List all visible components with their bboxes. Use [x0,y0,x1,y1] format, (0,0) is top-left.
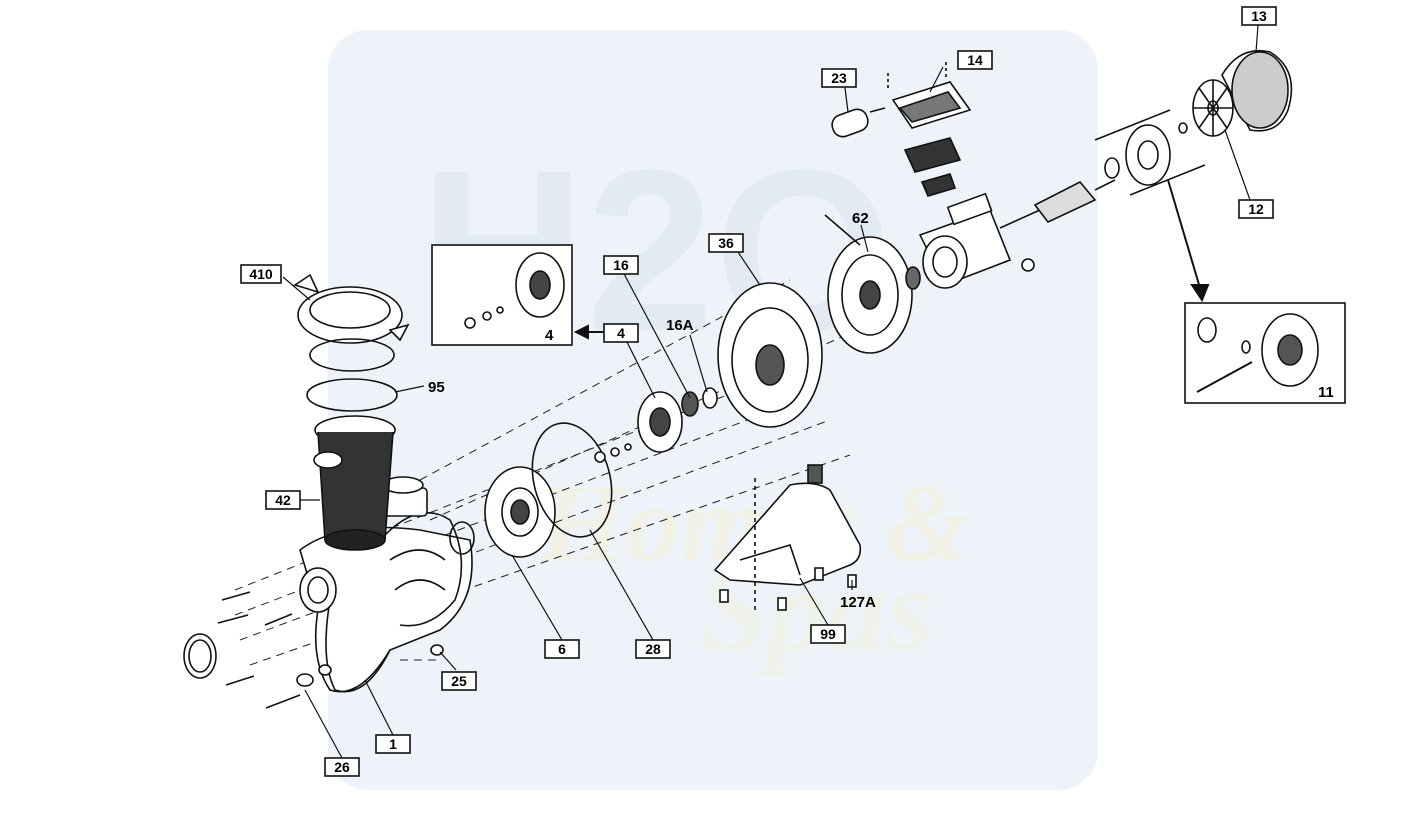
label-1: 1 [375,734,411,754]
label-16A: 16A [666,317,694,334]
label-95: 95 [428,379,445,396]
capacitor [831,107,886,138]
label-410: 410 [240,264,282,284]
detail-arrow-4 [573,324,604,340]
pump-housing [299,476,473,693]
free-labels: 62 16A 95 127A 4 11 [428,210,1334,611]
seal-plate-o-ring [531,422,613,538]
svg-text:6: 6 [558,641,566,657]
detail-box-4 [431,244,573,346]
label-23: 23 [821,68,857,88]
label-12: 12 [1238,199,1274,219]
fan-cover [1221,50,1293,132]
union-fittings [183,591,444,709]
label-26: 26 [324,757,360,777]
label-127A: 127A [840,594,876,611]
label-4: 4 [603,323,639,343]
svg-text:36: 36 [718,235,734,251]
lid-o-rings [306,338,398,412]
svg-text:14: 14 [967,52,983,68]
detail-box-11 [1184,302,1346,404]
svg-text:1: 1 [389,736,397,752]
cooling-fan [1192,79,1234,137]
motor-base [713,464,862,611]
label-99: 99 [810,624,846,644]
rear-end-bell [1094,109,1206,196]
terminal-box-cover [887,62,972,197]
rotor-shaft [999,157,1120,229]
front-bearing [905,266,921,290]
label-13: 13 [1241,6,1277,26]
label-28: 28 [635,639,671,659]
diffuser [484,466,556,558]
svg-text:12: 12 [1248,201,1264,217]
detail-arrow-11 [1167,179,1210,303]
svg-text:23: 23 [831,70,847,86]
impeller [594,391,683,463]
motor-body [918,192,1035,289]
svg-text:13: 13 [1251,8,1267,24]
label-16: 16 [603,255,639,275]
label-14: 14 [957,50,993,70]
label-11: 11 [1318,384,1334,401]
motor-flange [824,214,913,354]
label-6: 6 [544,639,580,659]
strainer-lid [293,273,410,344]
seal-plate [717,282,823,428]
mechanical-seal [681,387,718,417]
svg-text:28: 28 [645,641,661,657]
label-62: 62 [852,210,869,227]
label-4-detail: 4 [545,327,554,344]
svg-text:16: 16 [613,257,629,273]
svg-text:4: 4 [617,325,625,341]
boxed-labels: 13 14 23 12 36 16 4 410 42 6 28 25 1 26 … [240,6,1277,777]
label-36: 36 [708,233,744,253]
svg-text:25: 25 [451,673,467,689]
label-42: 42 [265,490,301,510]
svg-text:410: 410 [249,266,273,282]
label-25: 25 [441,671,477,691]
leader-lines [282,24,1259,759]
svg-text:42: 42 [275,492,291,508]
svg-text:26: 26 [334,759,350,775]
diffuser-o-ring [449,521,475,555]
svg-text:99: 99 [820,626,836,642]
strainer-basket [313,415,396,551]
